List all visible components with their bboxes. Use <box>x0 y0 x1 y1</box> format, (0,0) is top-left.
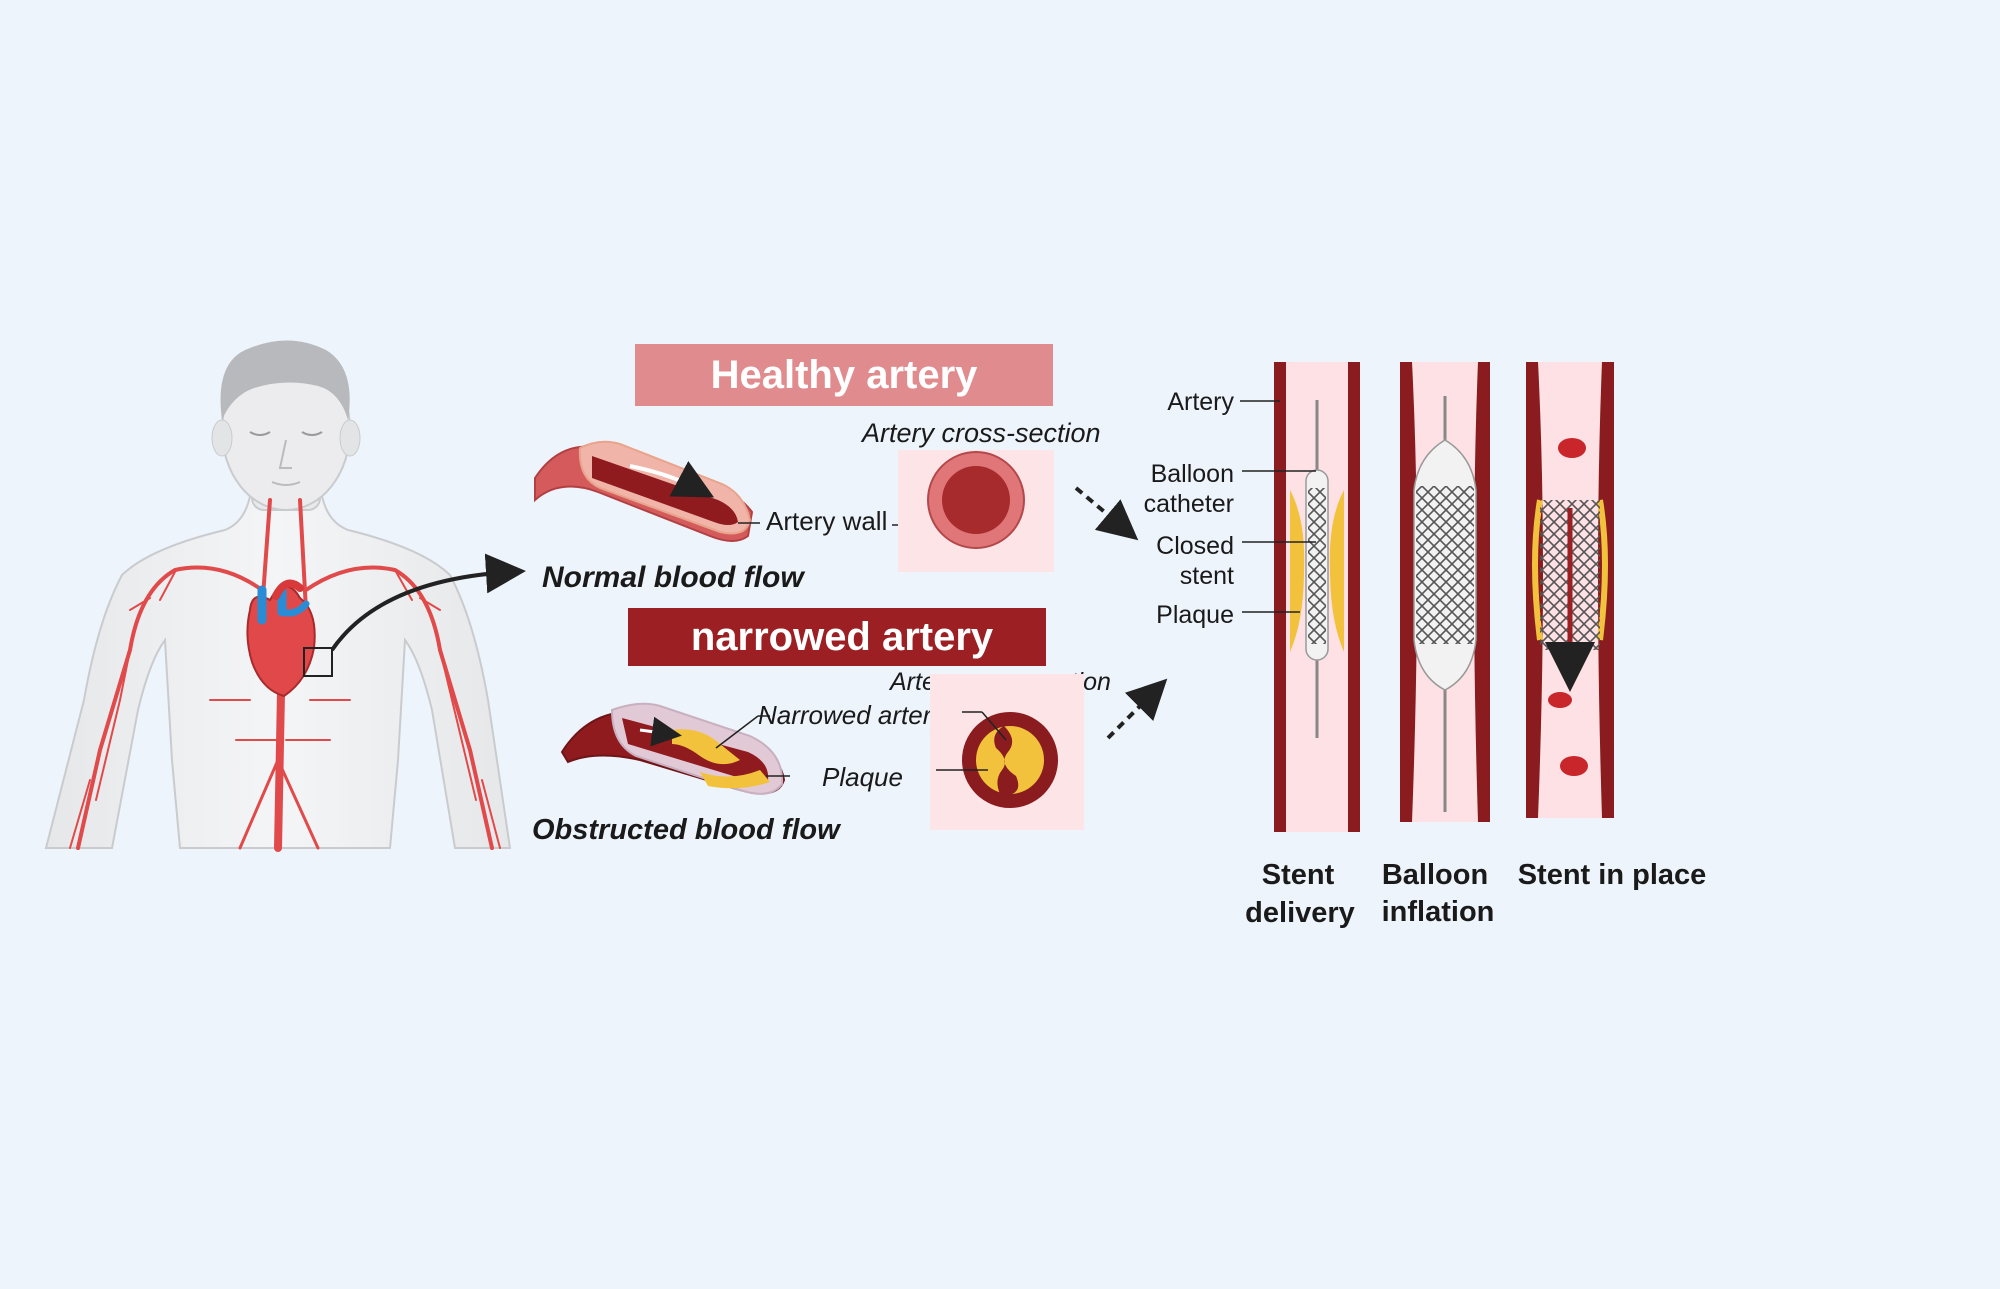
stent-procedure: Artery Balloon catheter Closed stent Pla… <box>1144 362 1707 929</box>
narrowed-artery-leader-b <box>715 715 759 749</box>
eye-right <box>301 431 323 436</box>
healthy-header-text: Healthy artery <box>711 353 979 397</box>
healthy-artery-long <box>534 440 754 542</box>
narrowed-artery-label: Narrowed artery <box>758 700 946 730</box>
obstructed-flow-label: Obstructed blood flow <box>532 814 842 846</box>
nose <box>278 439 292 469</box>
human-figure <box>44 340 526 852</box>
arrow-to-stent-top <box>1074 486 1139 541</box>
zoom-arrow <box>330 553 526 652</box>
ear-left <box>211 419 233 457</box>
arterial-tree <box>69 498 501 852</box>
cross-leader-top-b <box>981 711 1007 741</box>
heart <box>246 579 316 698</box>
label-balloon-2: catheter <box>1144 490 1234 518</box>
narrowed-cross-plaque <box>976 726 1044 794</box>
arrow-to-stent-bottom <box>1106 678 1168 740</box>
narrowed-cross-lumen <box>994 726 1019 794</box>
eye-left <box>249 431 271 436</box>
label-plaque-stent: Plaque <box>1156 601 1234 629</box>
narrowed-section: narrowed artery Narrowed artery Plaque O… <box>532 608 1168 846</box>
hair <box>220 340 350 420</box>
panel-stent-in-place <box>1526 362 1614 818</box>
plaque-label-left: Plaque <box>822 762 903 792</box>
healthy-cross-section-title: Artery cross-section <box>860 418 1101 448</box>
label-artery: Artery <box>1167 388 1234 416</box>
step1-line1: Stent <box>1262 859 1335 891</box>
zoom-box <box>303 647 333 677</box>
healthy-section: Healthy artery Artery wall Normal blood … <box>534 344 1139 594</box>
artery-wall-label: Artery wall <box>766 506 887 536</box>
label-balloon-1: Balloon <box>1151 460 1234 488</box>
ear-right <box>339 419 361 457</box>
step2-line1: Balloon <box>1382 859 1488 891</box>
panel-stent-delivery <box>1274 362 1360 832</box>
step1-line2: delivery <box>1245 897 1355 929</box>
narrowed-header-text: narrowed artery <box>691 615 994 659</box>
label-closed-2: stent <box>1180 562 1234 590</box>
healthy-header <box>635 344 1053 406</box>
mouth <box>271 481 301 486</box>
panel-balloon-inflation <box>1400 362 1490 822</box>
narrowed-header <box>628 608 1046 666</box>
normal-flow-label: Normal blood flow <box>542 561 805 594</box>
step3-label: Stent in place <box>1518 859 1707 891</box>
narrowed-artery-long <box>560 702 786 795</box>
step2-line2: inflation <box>1382 896 1495 928</box>
label-closed-1: Closed <box>1156 532 1234 560</box>
healthy-cross-inner <box>942 466 1010 534</box>
